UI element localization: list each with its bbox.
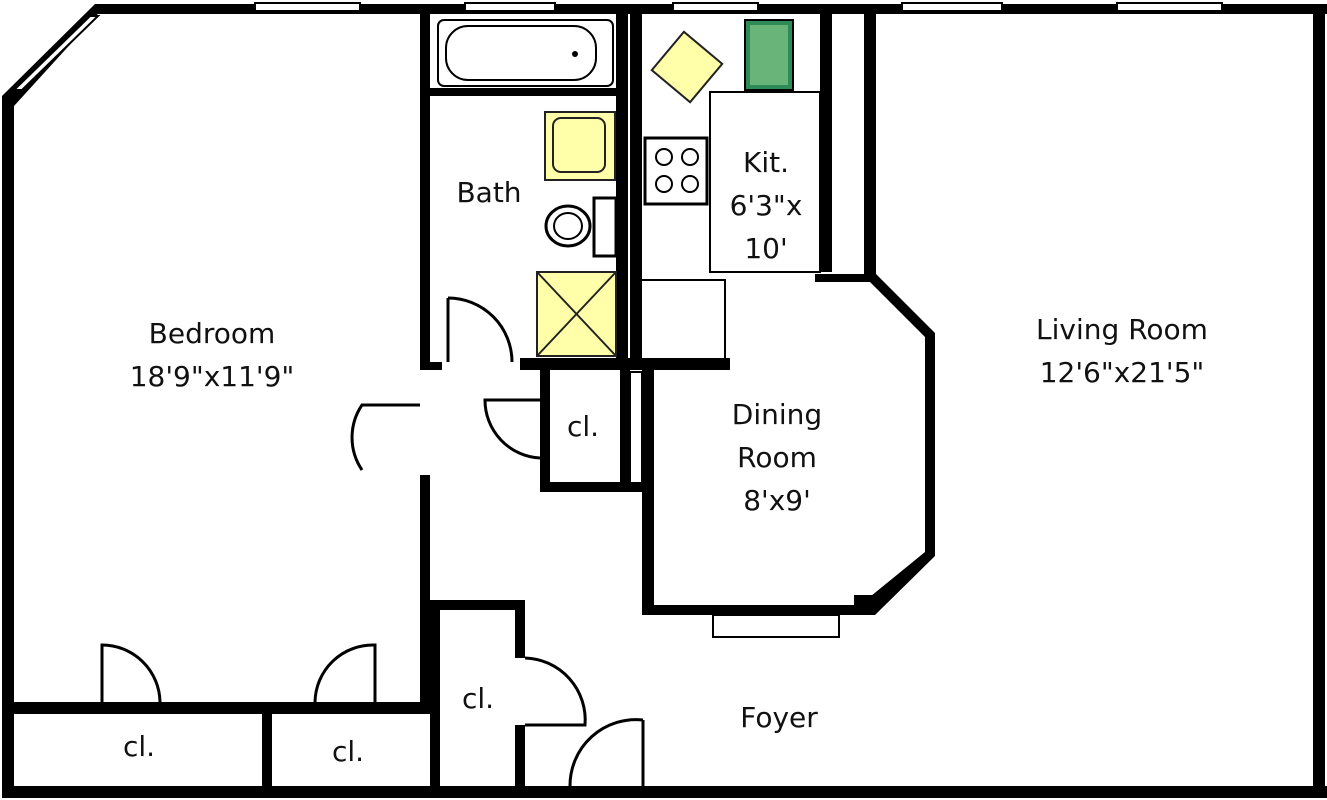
kitchen-sink-icon bbox=[650, 30, 724, 104]
foyer-closet-wall bbox=[515, 725, 525, 790]
foyer-closet-wall bbox=[430, 600, 525, 610]
bedroom-closet-divider bbox=[262, 712, 272, 790]
closet-label: cl. bbox=[462, 682, 494, 715]
refrigerator bbox=[639, 279, 726, 361]
dining-bay-wall bbox=[815, 274, 935, 615]
window bbox=[672, 2, 759, 12]
closet-shelf bbox=[629, 371, 643, 485]
dining-window-seat bbox=[712, 614, 840, 638]
left-wall bbox=[2, 100, 14, 796]
bath-name: Bath bbox=[456, 176, 521, 209]
foyer-closet-wall bbox=[515, 600, 525, 658]
shower-x bbox=[536, 271, 617, 357]
bedroom-east-wall bbox=[420, 10, 430, 370]
bottom-wall bbox=[2, 786, 1327, 798]
living-size: 12'6"x21'5" bbox=[1040, 356, 1205, 389]
foyer-closet-wall bbox=[430, 600, 440, 790]
dining-size: 8'x9' bbox=[743, 484, 811, 517]
window bbox=[1116, 2, 1223, 12]
closet-label: cl. bbox=[332, 735, 364, 768]
burner bbox=[681, 148, 699, 166]
kitchen-fixtures bbox=[643, 19, 794, 206]
exterior-walls bbox=[2, 4, 1327, 798]
door-swing-icon bbox=[524, 656, 587, 727]
plumbing-wall bbox=[630, 10, 642, 366]
stove-icon bbox=[643, 136, 709, 206]
dining-name: Dining bbox=[732, 398, 822, 431]
toilet-tank bbox=[592, 196, 618, 258]
window bbox=[254, 2, 361, 12]
interior-walls bbox=[10, 10, 935, 790]
door-swing-icon bbox=[350, 403, 420, 471]
bath-bottom-wall bbox=[430, 88, 620, 96]
foyer-name: Foyer bbox=[740, 701, 818, 734]
bedroom-east-wall bbox=[420, 475, 430, 705]
living-west-wall bbox=[864, 10, 876, 282]
window bbox=[901, 2, 1003, 12]
closet-label: cl. bbox=[123, 730, 155, 763]
door-swing-icon bbox=[568, 718, 645, 787]
doors bbox=[100, 296, 645, 787]
kitchen-size: 6'3"x bbox=[730, 189, 803, 222]
kitchen-north-wall bbox=[820, 10, 832, 272]
sink-basin bbox=[552, 117, 606, 173]
kitchen-name: Kit. bbox=[743, 146, 789, 179]
dining-corner-post bbox=[854, 595, 874, 613]
closet-wall bbox=[540, 482, 650, 492]
room-labels: Bedroom 18'9"x11'9" Bath Kit. 6'3"x 10' … bbox=[123, 146, 1208, 768]
plumbing-wall bbox=[616, 10, 628, 366]
closet-wall bbox=[620, 368, 630, 488]
windows bbox=[11, 2, 1223, 91]
bedroom-name: Bedroom bbox=[149, 317, 276, 350]
plant-texture bbox=[750, 25, 788, 85]
kitchen-outlines bbox=[629, 91, 840, 638]
dining-south-wall bbox=[642, 605, 860, 615]
door-swing-icon bbox=[100, 643, 162, 703]
door-swing-icon bbox=[313, 643, 377, 703]
dining-west-wall bbox=[642, 370, 654, 615]
burner bbox=[681, 175, 699, 193]
door-swing-icon bbox=[483, 398, 541, 460]
window bbox=[464, 2, 556, 12]
bath-south-wall bbox=[430, 362, 442, 370]
toilet-bowl bbox=[553, 212, 583, 240]
kitchen-size: 10' bbox=[744, 232, 787, 265]
living-name: Living Room bbox=[1036, 313, 1208, 346]
bath-fixtures bbox=[437, 19, 618, 357]
burner bbox=[655, 175, 673, 193]
kitchen-counter bbox=[709, 91, 821, 273]
right-wall bbox=[1313, 4, 1325, 796]
closet-label: cl. bbox=[567, 410, 599, 443]
bedroom-size: 18'9"x11'9" bbox=[130, 360, 295, 393]
bedroom-closet-wall bbox=[10, 702, 430, 714]
bathtub-basin bbox=[445, 25, 597, 81]
dining-name: Room bbox=[737, 441, 817, 474]
drain bbox=[572, 51, 578, 57]
window bbox=[11, 15, 101, 91]
burner bbox=[655, 148, 673, 166]
door-swing-icon bbox=[446, 296, 514, 363]
closet-wall bbox=[540, 368, 550, 488]
